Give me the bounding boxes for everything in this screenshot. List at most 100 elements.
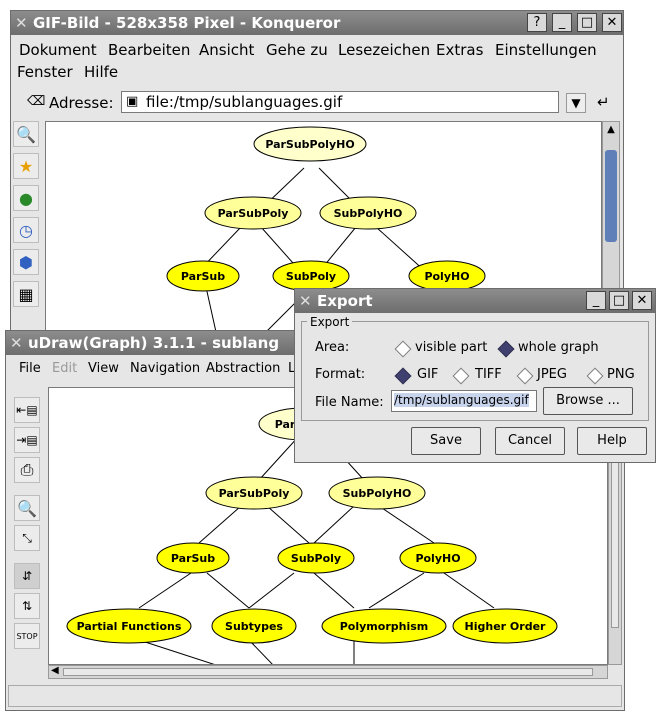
scrollbar-thumb[interactable] <box>63 668 593 676</box>
bookmark-star-icon[interactable]: ★ <box>13 153 39 179</box>
udraw-toolbar: ⇤▤ ⇥▤ ⎙ 🔍 ⤡ ⇵ ⇅ STOP <box>14 397 42 649</box>
menu-lesezeichen[interactable]: Lesezeichen <box>338 41 431 59</box>
clear-location-icon[interactable]: ⌫ <box>27 94 46 109</box>
graph-node[interactable] <box>205 476 303 510</box>
format-png-label[interactable]: PNG <box>607 367 635 382</box>
network-icon[interactable]: ⬢ <box>13 249 39 275</box>
export-group-label: Export <box>307 315 353 329</box>
menu-bearbeiten[interactable]: Bearbeiten <box>108 41 191 59</box>
graph-node-label: Subtypes <box>225 620 283 633</box>
minimize-button[interactable]: _ <box>586 291 606 310</box>
app-icon: ✕ <box>299 292 312 310</box>
graph-node <box>166 260 240 292</box>
area-whole-graph-label[interactable]: whole graph <box>518 340 599 355</box>
graph-node <box>204 196 302 230</box>
help-button[interactable]: ? <box>527 13 547 32</box>
udraw-title: uDraw(Graph) 3.1.1 - sublang <box>28 334 280 352</box>
export-title: Export <box>317 292 373 310</box>
maximize-button[interactable]: □ <box>577 13 597 32</box>
menu-abstraction[interactable]: Abstraction <box>206 361 281 376</box>
save-icon[interactable]: ⇥▤ <box>14 427 40 453</box>
graph-node[interactable] <box>328 476 426 510</box>
graph-node[interactable] <box>211 608 297 644</box>
graph-node-label: ParSubPoly <box>219 487 290 500</box>
scroll-up-arrow-icon[interactable]: ▲ <box>607 124 615 135</box>
menu-fenster[interactable]: Fenster <box>17 63 73 81</box>
maximize-button[interactable]: □ <box>609 291 629 310</box>
minimize-button[interactable]: _ <box>552 13 572 32</box>
udraw-statusbar <box>8 685 622 707</box>
layout-tree-icon[interactable]: ⇅ <box>14 593 40 619</box>
format-jpeg-label[interactable]: JPEG <box>537 367 567 382</box>
menu-layout[interactable]: L <box>288 361 296 376</box>
menu-view[interactable]: View <box>88 361 119 376</box>
go-icon[interactable]: ↵ <box>597 93 610 111</box>
services-icon[interactable]: ● <box>13 185 39 211</box>
address-label: Adresse: <box>49 94 114 112</box>
load-icon[interactable]: ⇤▤ <box>14 397 40 423</box>
export-groupbox <box>301 321 649 421</box>
konqueror-window: ✕ GIF-Bild - 528x358 Pixel - Konqueror ?… <box>10 10 624 340</box>
filename-input-value: /tmp/sublanguages.gif <box>394 393 529 407</box>
graph-node[interactable] <box>156 542 230 574</box>
help-button[interactable]: Help <box>577 427 647 455</box>
graph-node-label: SubPoly <box>291 552 341 565</box>
graph-node[interactable] <box>66 608 192 644</box>
graph-node[interactable] <box>321 608 447 644</box>
udraw-hscrollbar[interactable]: ◀ <box>48 665 608 679</box>
konqueror-vscrollbar[interactable]: ▲ <box>602 121 620 339</box>
menu-extras[interactable]: Extras <box>436 41 484 59</box>
address-dropdown-button[interactable]: ▼ <box>566 93 586 113</box>
export-dialog: ✕ Export _ □ ✕ Export Area: visible part… <box>294 288 656 463</box>
menu-ansicht[interactable]: Ansicht <box>199 41 255 59</box>
print-icon[interactable]: ⎙ <box>14 457 40 483</box>
search-icon[interactable]: 🔍 <box>13 121 39 147</box>
stop-icon[interactable]: STOP <box>14 623 40 649</box>
udraw-graph: ParS ParSubPoly SubPolyHO ParSub SubPoly… <box>66 407 558 664</box>
scrollbar-thumb[interactable] <box>605 150 617 242</box>
filename-input[interactable]: /tmp/sublanguages.gif <box>391 390 537 412</box>
graph-node-label: PolyHO <box>415 552 460 565</box>
close-button[interactable]: ✕ <box>632 291 652 310</box>
app-icon: ✕ <box>15 14 28 32</box>
graph-node-label: SubPolyHO <box>334 207 403 220</box>
filename-label: File Name: <box>315 395 384 410</box>
menu-einstellungen[interactable]: Einstellungen <box>495 41 597 59</box>
scroll-left-arrow-icon[interactable]: ◀ <box>51 665 59 676</box>
graph-node-label: ParSubPolyHO <box>265 138 354 151</box>
graph-node-label: ParSub <box>171 552 215 565</box>
menu-gehe-zu[interactable]: Gehe zu <box>266 41 328 59</box>
graph-node[interactable] <box>452 608 558 644</box>
menu-navigation[interactable]: Navigation <box>130 361 201 376</box>
format-gif-label[interactable]: GIF <box>417 367 439 382</box>
fit-icon[interactable]: ⤡ <box>14 525 40 551</box>
cancel-button[interactable]: Cancel <box>495 427 565 455</box>
media-icon[interactable]: ▦ <box>13 281 39 307</box>
zoom-icon[interactable]: 🔍 <box>14 495 40 521</box>
area-visible-part-label[interactable]: visible part <box>415 340 488 355</box>
menu-dokument[interactable]: Dokument <box>19 41 97 59</box>
graph-node[interactable] <box>399 542 477 574</box>
address-input-value: file:/tmp/sublanguages.gif <box>146 93 343 111</box>
address-field[interactable]: ▣ file:/tmp/sublanguages.gif <box>121 91 559 113</box>
menu-hilfe[interactable]: Hilfe <box>84 63 119 81</box>
graph-node <box>253 126 367 162</box>
browse-button[interactable]: Browse ... <box>543 387 633 415</box>
menu-file[interactable]: File <box>19 361 41 376</box>
close-button[interactable]: ✕ <box>602 13 622 32</box>
area-label: Area: <box>315 340 350 355</box>
konqueror-graph-image: ParSubPolyHO ParSubPoly SubPolyHO ParSub… <box>166 126 486 333</box>
layout-icon[interactable]: ⇵ <box>14 563 40 589</box>
save-button[interactable]: Save <box>411 427 481 455</box>
graph-node-label: Polymorphism <box>340 620 429 633</box>
history-icon[interactable]: ◷ <box>13 217 39 243</box>
graph-node-label: ParSubPoly <box>218 207 289 220</box>
format-label: Format: <box>315 367 366 382</box>
menu-edit: Edit <box>52 361 78 376</box>
konqueror-titlebar[interactable]: ✕ GIF-Bild - 528x358 Pixel - Konqueror <box>11 11 623 35</box>
app-icon: ✕ <box>10 334 23 352</box>
konqueror-title: GIF-Bild - 528x358 Pixel - Konqueror <box>33 14 341 32</box>
graph-node[interactable] <box>277 542 355 574</box>
graph-node <box>319 196 417 230</box>
format-tiff-label[interactable]: TIFF <box>475 367 502 382</box>
